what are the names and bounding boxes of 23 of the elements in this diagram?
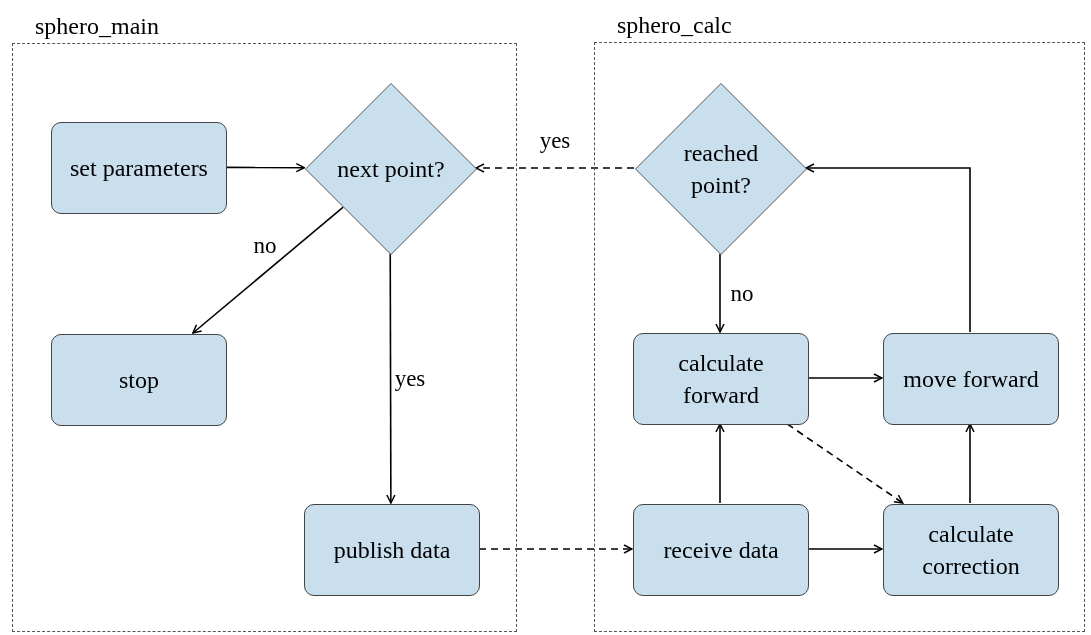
- group-title: sphero_main: [35, 12, 159, 41]
- arrow: [807, 373, 883, 383]
- arrow: [225, 162, 306, 173]
- arrow: [386, 252, 396, 504]
- dashed-arrow: [786, 423, 904, 504]
- dashed-arrow: [475, 163, 635, 173]
- decision-text: reached point?: [682, 139, 760, 200]
- arrow: [715, 423, 725, 504]
- arrow: [807, 544, 883, 554]
- process-box: calculate correction: [883, 504, 1059, 596]
- process-box: set parameters: [51, 122, 227, 214]
- process-box: receive data: [633, 504, 809, 596]
- process-box: publish data: [304, 504, 480, 596]
- arrow: [805, 163, 971, 333]
- arrow: [965, 423, 975, 504]
- process-box: stop: [51, 334, 227, 426]
- group-title: sphero_calc: [617, 11, 732, 40]
- arrow: [192, 206, 344, 334]
- decision-text: next point?: [336, 155, 446, 184]
- dashed-arrow: [478, 544, 633, 554]
- arrow: [715, 253, 725, 333]
- process-box: move forward: [883, 333, 1059, 425]
- process-box: calculate forward: [633, 333, 809, 425]
